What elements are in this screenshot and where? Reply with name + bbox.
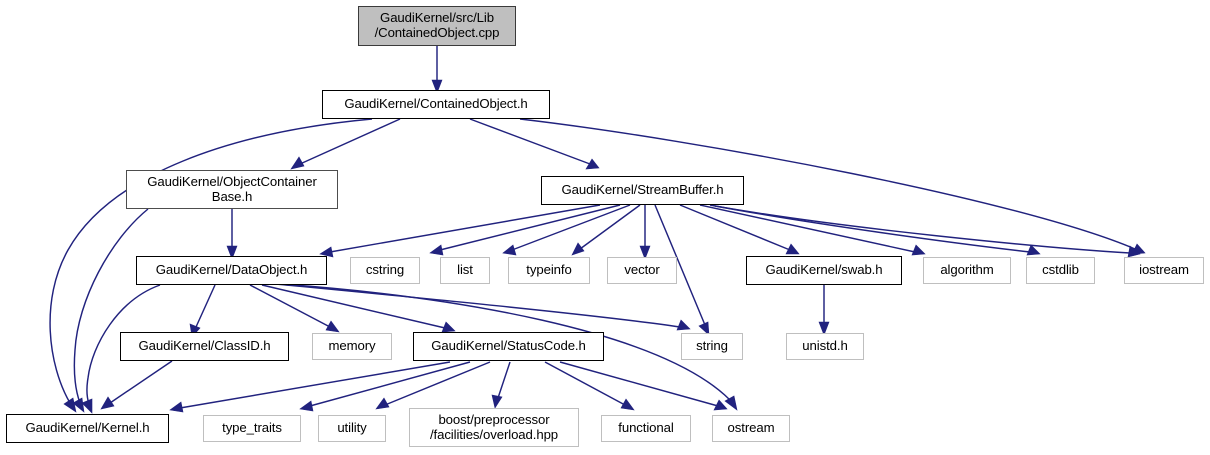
edge-dataobject-h-to-ostream [279,283,731,401]
node-containedobject-cpp[interactable]: GaudiKernel/src/Lib /ContainedObject.cpp [358,6,516,46]
arrowhead [63,397,77,413]
arrowhead [585,158,600,170]
node-string[interactable]: string [681,333,743,360]
arrowhead [639,245,651,260]
arrowhead [81,398,93,414]
node-classid-h[interactable]: GaudiKernel/ClassID.h [120,332,289,361]
arrowhead [698,321,710,336]
arrowhead [169,401,184,413]
node-cstring[interactable]: cstring [350,257,420,284]
arrowhead [818,321,830,336]
node-type-traits[interactable]: type_traits [203,415,301,442]
edge-statuscode-h-to-boost-overload [497,361,511,399]
node-swab-h[interactable]: GaudiKernel/swab.h [746,256,902,285]
node-streambuffer-h[interactable]: GaudiKernel/StreamBuffer.h [541,176,744,205]
arrowhead [502,244,517,256]
edge-dataobject-h-to-statuscode-h [261,284,446,329]
arrowhead [100,396,115,410]
node-dataobject-h[interactable]: GaudiKernel/DataObject.h [136,256,327,285]
arrowhead [429,244,444,256]
edge-classid-h-to-kernel-h [109,360,173,404]
node-boost-overload[interactable]: boost/preprocessor /facilities/overload.… [409,408,579,447]
node-vector[interactable]: vector [607,257,677,284]
node-utility[interactable]: utility [318,415,386,442]
edge-statuscode-h-to-functional [544,361,626,406]
arrowhead [785,243,800,255]
arrowhead [724,395,738,411]
arrowhead [1127,245,1141,258]
arrowhead [375,397,390,410]
edge-streambuffer-h-to-string [654,204,706,326]
edge-statuscode-h-to-utility [384,361,491,406]
edge-streambuffer-h-to-algorithm [699,204,916,253]
edge-containedobject-h-to-streambuffer-h [469,118,591,165]
arrowhead [290,156,305,170]
edge-streambuffer-h-to-swab-h [679,204,791,251]
arrowhead [713,399,728,411]
node-cstdlib[interactable]: cstdlib [1026,257,1095,284]
arrowhead [571,242,585,256]
node-functional[interactable]: functional [601,415,691,442]
edge-streambuffer-h-to-cstring [439,204,621,251]
node-statuscode-h[interactable]: GaudiKernel/StatusCode.h [413,332,604,361]
edge-objectcontainerbase-h-to-kernel-h [73,208,149,404]
edge-streambuffer-h-to-list [511,204,631,251]
node-kernel-h[interactable]: GaudiKernel/Kernel.h [6,414,169,443]
arrowhead [676,319,691,331]
arrowhead [226,245,238,260]
arrowhead [299,400,314,412]
arrowhead [911,244,926,256]
node-unistd-h[interactable]: unistd.h [786,333,864,360]
arrowhead [491,394,503,409]
node-containedobject-h[interactable]: GaudiKernel/ContainedObject.h [322,90,550,119]
node-iostream[interactable]: iostream [1124,257,1204,284]
edge-containedobject-h-to-objectcontainerbase-h [299,118,401,165]
edge-dataobject-h-to-memory [249,284,331,328]
node-typeinfo[interactable]: typeinfo [508,257,590,284]
edge-streambuffer-h-to-typeinfo [579,204,641,250]
node-memory[interactable]: memory [312,333,392,360]
edge-containedobject-h-to-kernel-h [49,118,373,404]
arrowhead [431,79,443,94]
edge-statuscode-h-to-type-traits [309,361,471,407]
edge-statuscode-h-to-kernel-h [179,361,451,409]
edge-streambuffer-h-to-dataobject-h [329,204,601,253]
arrowhead [1026,244,1041,256]
arrowhead [620,398,635,411]
node-list[interactable]: list [440,257,490,284]
arrowhead [441,321,456,333]
node-objectcontainerbase-h[interactable]: GaudiKernel/ObjectContainer Base.h [126,170,338,209]
arrowhead [325,320,340,333]
node-ostream[interactable]: ostream [712,415,790,442]
edge-dataobject-h-to-kernel-h [86,284,161,405]
arrowhead [72,397,85,413]
edge-streambuffer-h-to-iostream [714,205,1131,254]
arrowhead [319,246,334,258]
edge-dataobject-h-to-string [275,283,681,328]
edge-statuscode-h-to-ostream [559,361,719,407]
node-algorithm[interactable]: algorithm [923,257,1011,284]
edge-containedobject-h-to-iostream [519,118,1136,250]
edge-dataobject-h-to-classid-h [195,284,216,328]
